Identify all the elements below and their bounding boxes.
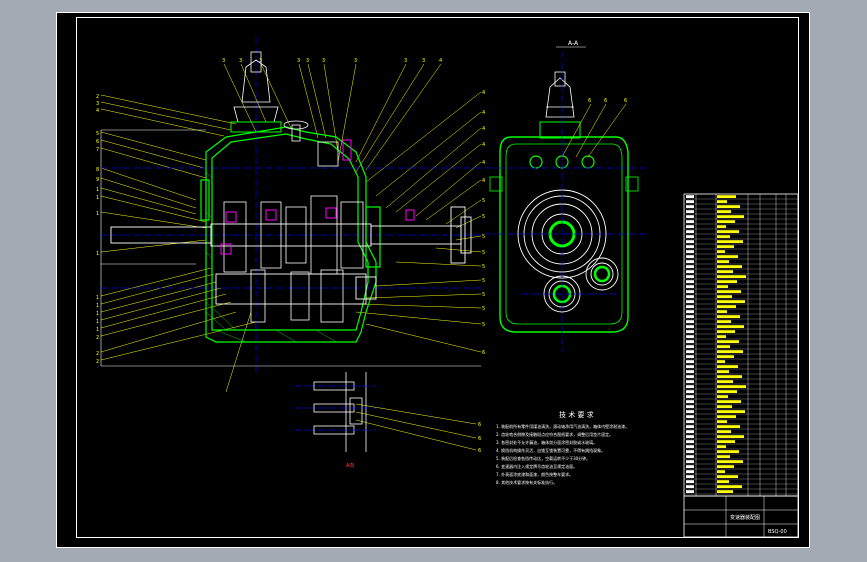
title-block: 变速器装配图 BSQ-00 xyxy=(683,495,799,538)
svg-text:4: 4 xyxy=(439,58,442,64)
svg-text:1: 1 xyxy=(96,327,99,333)
svg-text:6: 6 xyxy=(588,98,591,104)
tech-req-title: 技 术 要 求 xyxy=(559,410,594,419)
svg-text:6: 6 xyxy=(96,139,99,145)
side-section-view: A-A xyxy=(486,40,646,352)
svg-text:5: 5 xyxy=(482,264,485,270)
tech-req-line: 7. 外表面涂底漆和面漆，颜色按整车要求。 xyxy=(496,471,573,477)
svg-text:1: 1 xyxy=(96,319,99,325)
svg-text:6: 6 xyxy=(478,448,481,454)
title-block-name: 变速器装配图 xyxy=(730,514,760,521)
svg-text:2: 2 xyxy=(96,335,99,341)
svg-text:6: 6 xyxy=(624,98,627,104)
svg-text:1: 1 xyxy=(96,211,99,217)
svg-text:3: 3 xyxy=(96,101,99,107)
svg-text:5: 5 xyxy=(96,131,99,137)
tech-req-line: 3. 各密封处不允许漏油，箱体剖分面涂密封胶或水玻璃。 xyxy=(496,439,597,445)
svg-text:1: 1 xyxy=(96,295,99,301)
svg-text:3: 3 xyxy=(354,58,357,64)
svg-text:3: 3 xyxy=(222,58,225,64)
svg-text:1: 1 xyxy=(96,251,99,257)
svg-text:3: 3 xyxy=(259,58,262,64)
svg-text:1: 1 xyxy=(96,187,99,193)
svg-text:4: 4 xyxy=(482,90,485,96)
tech-req-line: 5. 装配后检查各挡传动比，空载运转不少于30分钟。 xyxy=(496,455,590,461)
svg-text:5: 5 xyxy=(482,250,485,256)
svg-text:2: 2 xyxy=(96,351,99,357)
svg-text:9: 9 xyxy=(96,177,99,183)
tech-req-line: 8. 其他技术要求按有关标准执行。 xyxy=(496,479,557,485)
svg-text:5: 5 xyxy=(482,322,485,328)
tech-req-line: 6. 变速器内注入规定牌号齿轮油至规定油面。 xyxy=(496,463,577,469)
svg-text:6: 6 xyxy=(478,422,481,428)
svg-text:5: 5 xyxy=(482,278,485,284)
svg-text:5: 5 xyxy=(482,292,485,298)
main-section-view: 234 567 891 111 111 112 22 333 333 333 4… xyxy=(96,37,485,469)
svg-text:3: 3 xyxy=(404,58,407,64)
svg-text:1: 1 xyxy=(96,303,99,309)
svg-text:1: 1 xyxy=(96,195,99,201)
tech-req-line: 1. 装配前所有零件用煤油清洗，滚动轴承用汽油清洗，箱体内壁涂耐油漆。 xyxy=(496,423,629,429)
bottom-view-note: A向 xyxy=(346,462,354,469)
tech-req-line: 2. 齿轮啮合侧隙及接触斑点应符合图纸要求，调整后用垫片固定。 xyxy=(496,431,613,437)
svg-text:5: 5 xyxy=(482,214,485,220)
svg-text:6: 6 xyxy=(604,98,607,104)
svg-text:1: 1 xyxy=(96,311,99,317)
svg-text:8: 8 xyxy=(96,167,99,173)
svg-text:2: 2 xyxy=(96,94,99,100)
svg-text:3: 3 xyxy=(306,58,309,64)
svg-text:3: 3 xyxy=(422,58,425,64)
svg-text:5: 5 xyxy=(482,198,485,204)
svg-text:4: 4 xyxy=(482,142,485,148)
svg-text:2: 2 xyxy=(96,359,99,365)
parts-list-table xyxy=(683,193,799,497)
svg-text:3: 3 xyxy=(239,58,242,64)
svg-text:6: 6 xyxy=(482,350,485,356)
svg-text:4: 4 xyxy=(482,110,485,116)
cad-drawing: 234 567 891 111 111 112 22 333 333 333 4… xyxy=(56,12,810,548)
svg-text:4: 4 xyxy=(482,160,485,166)
svg-text:4: 4 xyxy=(482,178,485,184)
svg-text:7: 7 xyxy=(96,147,99,153)
svg-text:4: 4 xyxy=(482,126,485,132)
section-label: A-A xyxy=(568,40,579,47)
svg-text:5: 5 xyxy=(482,234,485,240)
technical-requirements: 技 术 要 求 1. 装配前所有零件用煤油清洗，滚动轴承用汽油清洗，箱体内壁涂耐… xyxy=(496,410,629,485)
svg-text:3: 3 xyxy=(297,58,300,64)
tech-req-line: 4. 换挡机构操作灵活，自锁互锁装置可靠，不得有跳挡现象。 xyxy=(496,447,605,453)
svg-text:4: 4 xyxy=(96,108,99,114)
svg-text:6: 6 xyxy=(478,436,481,442)
svg-text:5: 5 xyxy=(482,306,485,312)
title-block-code: BSQ-00 xyxy=(768,529,787,535)
svg-text:3: 3 xyxy=(322,58,325,64)
sheet-inner-border xyxy=(76,17,799,538)
sheet-outer-border xyxy=(56,12,810,548)
